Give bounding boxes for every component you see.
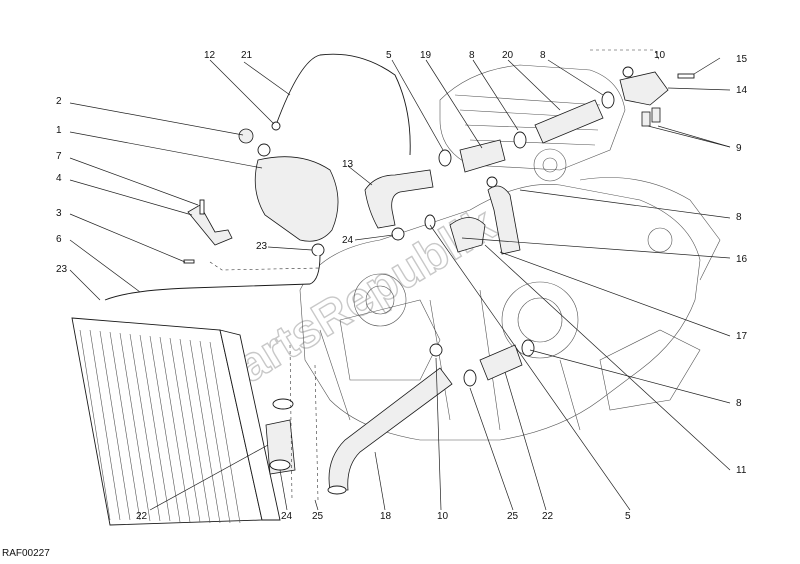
callout-22: 22 [542, 511, 554, 522]
callout-25: 25 [507, 511, 519, 522]
callout-9: 9 [736, 143, 742, 154]
callout-21: 21 [241, 50, 253, 61]
callout-23: 23 [256, 241, 268, 252]
callout-8: 8 [540, 50, 546, 61]
callout-19: 19 [420, 50, 432, 61]
callout-18: 18 [380, 511, 392, 522]
callout-22: 22 [136, 511, 148, 522]
callout-17: 17 [736, 331, 748, 342]
breather-tube [275, 53, 411, 156]
callout-13: 13 [342, 159, 354, 170]
radiator [71, 317, 281, 526]
callout-2: 2 [56, 96, 62, 107]
callout-24: 24 [281, 511, 293, 522]
callout-25: 25 [312, 511, 324, 522]
callout-15: 15 [736, 54, 748, 65]
callout-4: 4 [56, 173, 62, 184]
engine-block [299, 64, 721, 441]
callout-5: 5 [625, 511, 631, 522]
callout-7: 7 [56, 151, 62, 162]
expansion-tank [238, 128, 339, 257]
callout-14: 14 [736, 85, 748, 96]
callout-8: 8 [469, 50, 475, 61]
callout-20: 20 [502, 50, 514, 61]
upper-hose-assembly [391, 66, 695, 255]
callout-24: 24 [342, 235, 354, 246]
callout-8: 8 [736, 212, 742, 223]
lower-hose-assembly [265, 339, 535, 495]
callout-23: 23 [56, 264, 68, 275]
callout-11: 11 [736, 465, 747, 476]
callout-5: 5 [386, 50, 392, 61]
callout-10: 10 [437, 511, 449, 522]
callout-8: 8 [736, 398, 742, 409]
leader-lines [69, 57, 731, 511]
overflow-hose [104, 254, 321, 301]
callout-16: 16 [736, 254, 748, 265]
hose-13 [364, 169, 434, 229]
callout-12: 12 [204, 50, 216, 61]
tank-bracket [183, 199, 233, 264]
callout-6: 6 [56, 234, 62, 245]
callout-10: 10 [654, 50, 666, 61]
diagram-code: RAF00227 [2, 548, 50, 559]
callout-1: 1 [56, 125, 62, 136]
callout-3: 3 [56, 208, 62, 219]
